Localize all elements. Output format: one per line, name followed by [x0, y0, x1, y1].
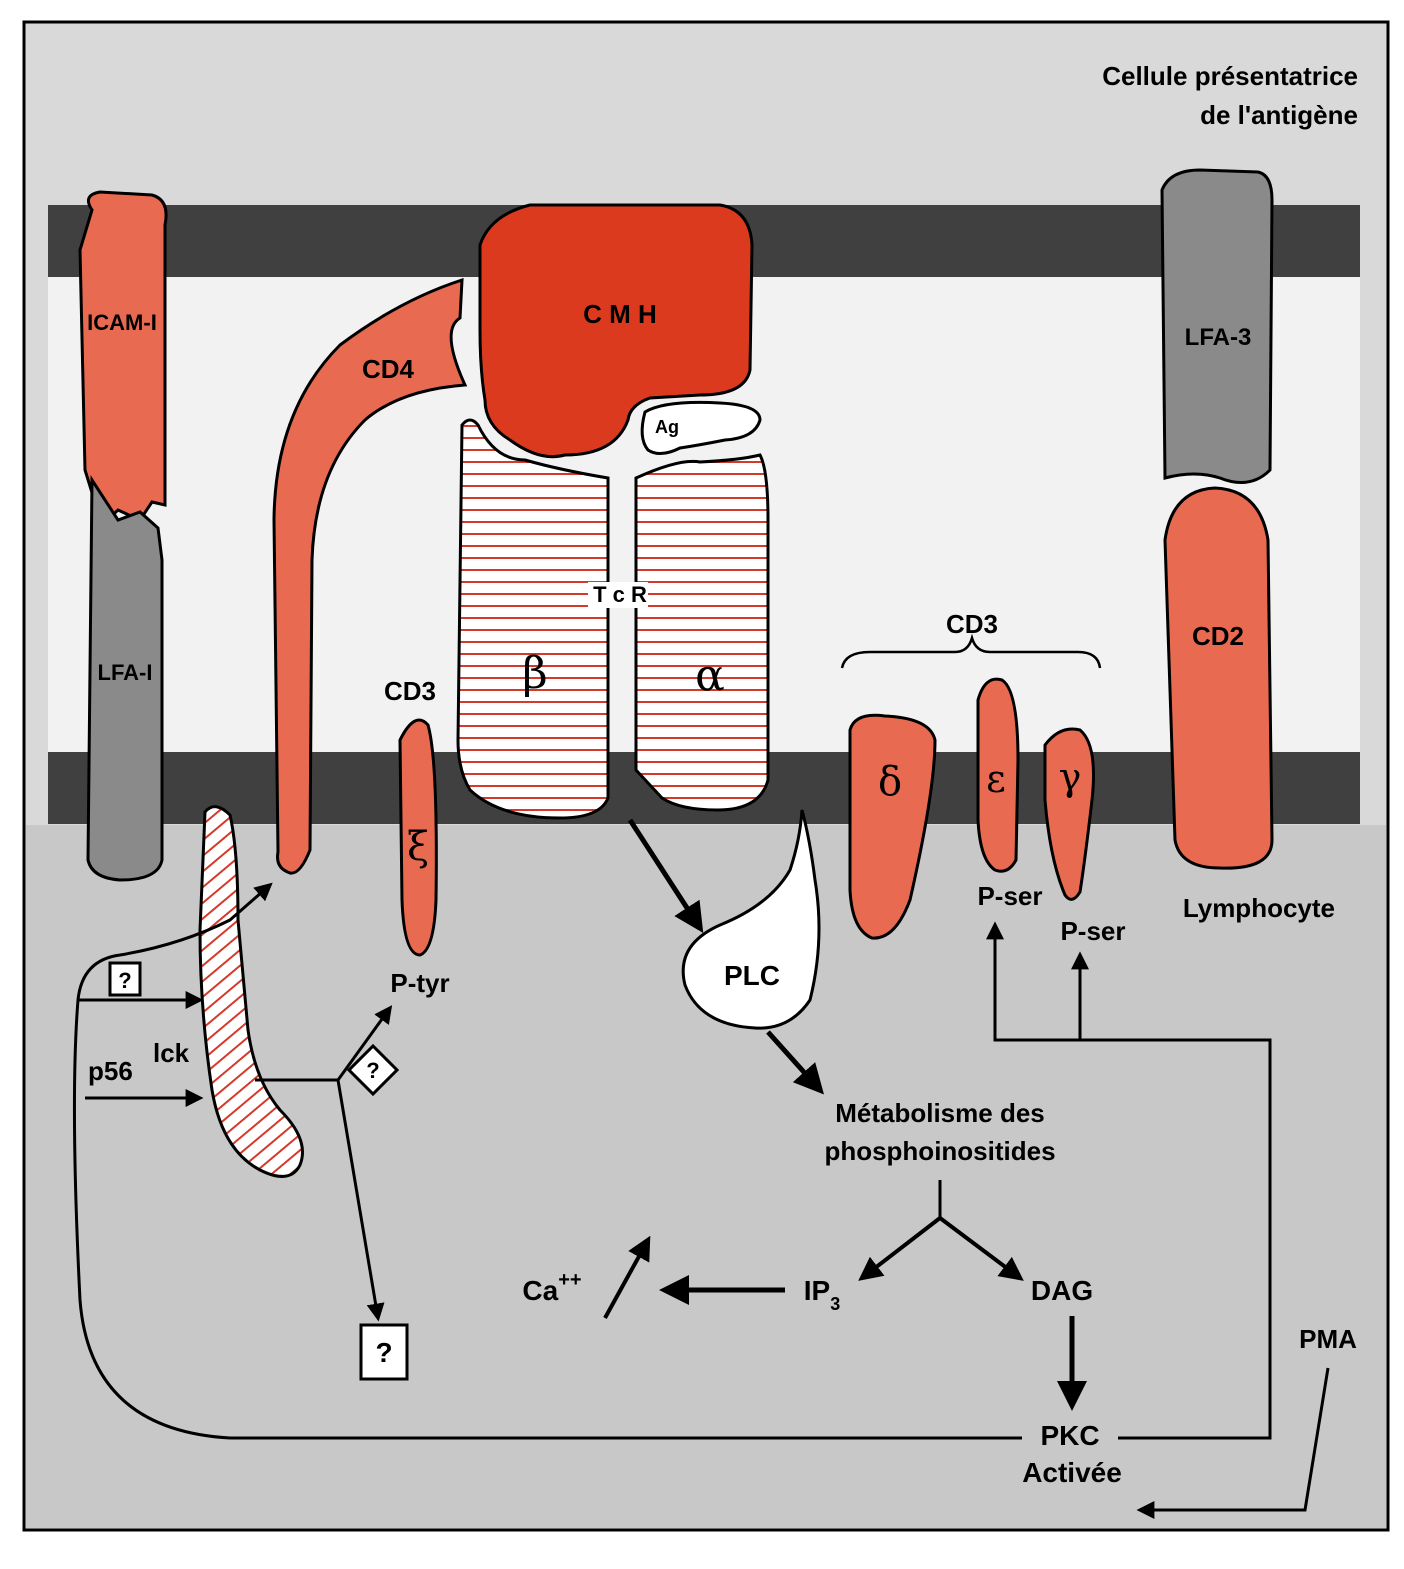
apc-label-line1: Cellule présentatrice — [1102, 61, 1358, 91]
cd2-label: CD2 — [1192, 621, 1244, 651]
metabolism-line2: phosphoinositides — [824, 1136, 1055, 1166]
cd3-epsilon-chain — [976, 677, 1020, 873]
plc-molecule — [681, 809, 821, 1030]
dag-label: DAG — [1031, 1275, 1093, 1306]
icam-1-label: ICAM-I — [87, 310, 157, 335]
unknown-box-3 — [359, 1323, 409, 1381]
cd3-zeta-chain — [398, 718, 438, 957]
p56-lck-molecule — [198, 805, 304, 1178]
beta-label: β — [522, 648, 547, 699]
pkc-loop-line — [72, 882, 1022, 1440]
lfa-3-molecule — [1160, 168, 1274, 484]
arrow-to-dag — [938, 1216, 1024, 1281]
antigen — [640, 400, 762, 455]
lymphocyte-label: Lymphocyte — [1183, 893, 1335, 923]
ca-increase-arrow — [603, 1235, 651, 1319]
cmh-molecule — [478, 203, 754, 459]
lfa-1-label: LFA-I — [98, 660, 153, 685]
ip3-label: IP3 — [804, 1275, 840, 1314]
p56-label: p56 — [88, 1056, 133, 1086]
cd3-delta-chain — [848, 713, 937, 940]
cd3-brace — [840, 633, 1102, 669]
tcr-beta-chain — [456, 418, 610, 820]
pkc-label: PKC — [1040, 1420, 1099, 1451]
lck-label: lck — [153, 1038, 190, 1068]
cmh-label: C M H — [583, 299, 657, 329]
cd3-left-label: CD3 — [384, 676, 436, 706]
plc-label: PLC — [724, 960, 780, 991]
metabolism-line1: Métabolisme des — [835, 1098, 1045, 1128]
unknown-box-2 — [346, 1043, 400, 1097]
cd4-label: CD4 — [362, 354, 415, 384]
tcr-alpha-chain — [634, 453, 770, 812]
antigen-label: Ag — [655, 417, 679, 437]
lfa-3-label: LFA-3 — [1185, 324, 1252, 351]
arrow-to-ptyr — [336, 1005, 393, 1081]
gamma-label: γ — [1059, 755, 1082, 799]
arrow-plc-to-metabolism — [766, 1030, 825, 1095]
cd4-molecule — [272, 277, 468, 875]
apc-label-line2: de l'antigène — [1200, 100, 1358, 130]
icam-1-molecule — [78, 190, 168, 528]
unknown-box-2-text: ? — [366, 1058, 379, 1083]
activee-label: Activée — [1022, 1457, 1122, 1488]
pma-label: PMA — [1299, 1324, 1357, 1354]
ptyr-label: P-tyr — [390, 968, 449, 998]
pser2-label: P-ser — [1060, 916, 1125, 946]
arrow-to-q3 — [336, 1079, 385, 1322]
ca-label: Ca++ — [522, 1269, 581, 1306]
pkc-feedback-line — [986, 921, 1272, 1440]
tcr-label: T c R — [593, 582, 647, 607]
pser1-label: P-ser — [977, 881, 1042, 911]
lfa-1-molecule — [86, 475, 164, 882]
zeta-label: ξ — [407, 824, 429, 870]
unknown-box-3-text: ? — [375, 1337, 392, 1368]
unknown-box-1-text: ? — [118, 968, 131, 993]
arrow-to-ip3 — [858, 1216, 942, 1281]
alpha-label: α — [695, 650, 725, 701]
delta-label: δ — [878, 759, 902, 805]
cd2-molecule — [1163, 486, 1274, 870]
unknown-box-1 — [108, 961, 142, 997]
epsilon-label: ε — [986, 757, 1006, 801]
cd3-gamma-chain — [1043, 727, 1095, 901]
arrow-pma-to-pkc — [1136, 1367, 1330, 1519]
tcr-label-bg — [588, 582, 648, 608]
arrow-tcr-to-plc — [627, 818, 704, 934]
